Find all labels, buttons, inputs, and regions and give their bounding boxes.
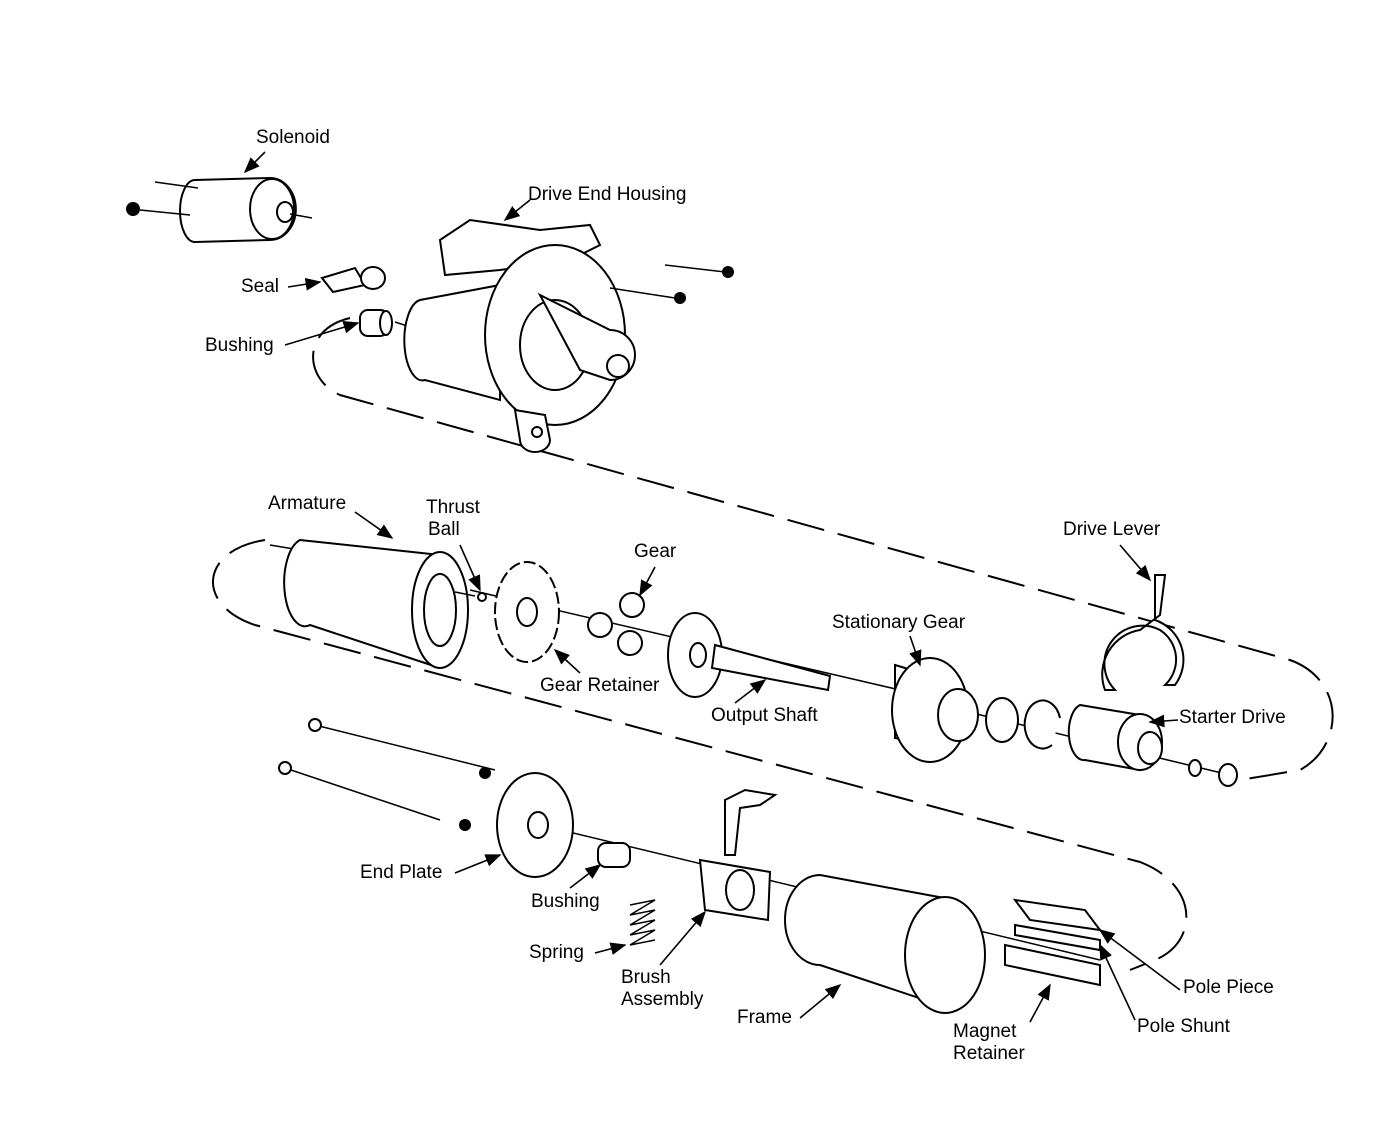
armature-part <box>269 538 487 670</box>
leader-starter-drive <box>1148 714 1179 728</box>
end-plate-part <box>496 772 574 878</box>
pole-piece-part <box>1012 898 1103 932</box>
leader-solenoid <box>243 151 266 174</box>
starter-drive-part <box>1067 703 1238 787</box>
leader-gear <box>639 566 656 597</box>
leader-end-plate <box>454 854 502 874</box>
label-thrust-ball-line1: Thrust <box>426 497 480 518</box>
leader-bushing-bottom <box>569 864 602 889</box>
label-bushing-top: Bushing <box>205 335 274 356</box>
output-shaft-part <box>667 612 832 698</box>
solenoid-part <box>126 176 313 244</box>
leader-frame <box>799 983 842 1019</box>
leader-drive-end-housing <box>503 199 531 221</box>
planet-gears-part <box>587 592 645 656</box>
label-pole-shunt: Pole Shunt <box>1137 1016 1230 1037</box>
leader-bushing-top <box>284 321 360 346</box>
assembly-path-upper <box>312 317 1334 781</box>
label-magnet-retainer-line2: Retainer <box>953 1043 1025 1064</box>
leader-pole-shunt <box>1099 943 1136 1021</box>
magnet-retainer-part <box>1004 943 1101 987</box>
label-drive-lever: Drive Lever <box>1063 519 1161 540</box>
bushing-bottom-part <box>597 842 631 868</box>
label-spring: Spring <box>529 942 584 963</box>
label-solenoid: Solenoid <box>256 127 330 148</box>
label-magnet-retainer-line1: Magnet <box>953 1021 1017 1042</box>
label-brush-assembly-line1: Brush <box>621 967 671 988</box>
label-armature: Armature <box>268 493 347 514</box>
frame-part <box>784 873 986 1014</box>
brush-assembly-part <box>698 788 778 922</box>
label-starter-drive: Starter Drive <box>1179 707 1286 728</box>
drive-end-housing-part <box>403 218 636 453</box>
label-bushing-bottom: Bushing <box>531 891 600 912</box>
stationary-gear-part <box>891 657 979 763</box>
label-brush-assembly-line2: Assembly <box>621 989 704 1010</box>
leader-stationary-gear <box>909 635 922 667</box>
spring-part <box>629 899 656 946</box>
retaining-ring-part <box>1023 699 1061 750</box>
label-thrust-ball-line2: Ball <box>428 519 460 540</box>
label-gear: Gear <box>634 541 677 562</box>
leader-seal <box>287 277 322 291</box>
leader-thrust-ball <box>459 544 481 592</box>
washer-part <box>985 697 1019 743</box>
bushing-top-part <box>359 309 393 337</box>
leader-gear-retainer <box>553 648 581 674</box>
leader-output-shaft <box>734 679 767 704</box>
leader-spring <box>594 942 627 955</box>
label-seal: Seal <box>241 276 280 297</box>
housing-bolts-part <box>609 264 734 304</box>
assembly-path-middle <box>212 539 1188 971</box>
through-bolts-part <box>278 718 496 831</box>
label-gear-retainer: Gear Retainer <box>540 675 660 696</box>
label-end-plate: End Plate <box>360 862 443 883</box>
label-drive-end-housing: Drive End Housing <box>528 184 687 205</box>
gear-retainer-part <box>494 561 560 663</box>
label-output-shaft: Output Shaft <box>711 705 818 726</box>
leader-magnet-retainer <box>1029 983 1051 1023</box>
leader-armature <box>354 511 394 539</box>
label-frame: Frame <box>737 1007 792 1028</box>
leader-drive-lever <box>1119 544 1152 582</box>
seal-part <box>320 266 386 294</box>
label-pole-piece: Pole Piece <box>1183 977 1274 998</box>
label-stationary-gear: Stationary Gear <box>832 612 966 633</box>
drive-lever-part <box>1101 574 1185 691</box>
leader-pole-piece <box>1098 929 1181 991</box>
leader-brush-assembly <box>659 910 707 966</box>
